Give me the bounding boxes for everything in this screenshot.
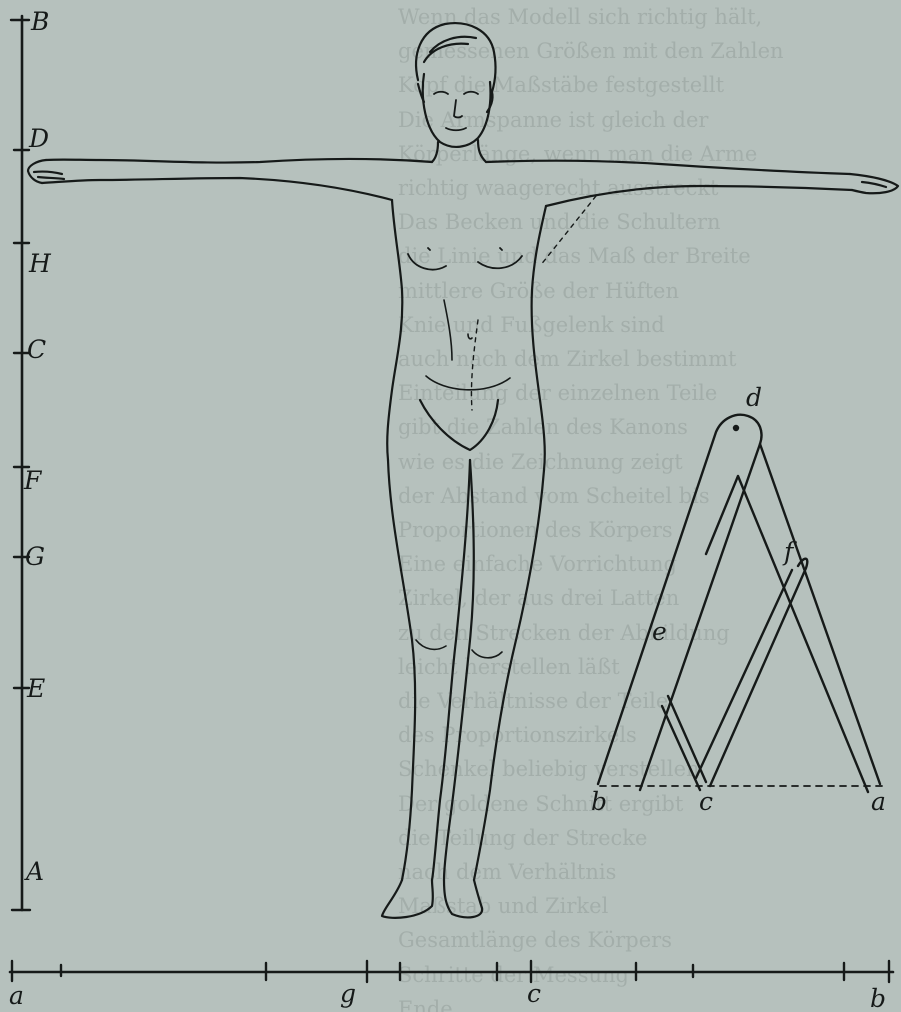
label-G: G [25,542,45,571]
label-F: F [23,466,43,495]
label-A: A [24,857,44,886]
figure-chest [408,248,522,270]
figure-hair [416,23,495,112]
label-H: H [28,249,52,278]
compass-label-d: d [746,383,762,412]
human-figure [28,23,898,918]
figure-pelvis [420,400,498,450]
vertical-scale: B D H C F G E A [11,7,52,910]
figure-left-hand [28,160,64,183]
compass-left-leg [598,415,762,790]
label-a: a [9,981,24,1010]
label-g: g [340,979,356,1008]
figure-knees [416,640,502,658]
compass-label-b: b [591,787,607,816]
label-D: D [28,124,49,153]
figure-left-arm [42,159,432,200]
figure-feet [382,880,482,918]
compass-pivot-d [734,426,738,430]
label-b: b [870,984,886,1012]
label-C: C [27,335,46,364]
figure-torso [387,200,546,470]
label-B: B [30,7,49,36]
figure-right-hand [850,174,898,193]
figure-dashed-contour [471,196,596,410]
label-c: c [527,979,541,1008]
figure-eyes [434,92,478,131]
horizontal-scale: a g c b [9,961,893,1012]
compass-strut [696,559,807,786]
compass-label-c: c [699,787,713,816]
figure-right-leg [444,460,544,880]
label-E: E [26,674,45,703]
figure-abdomen [426,300,510,390]
figure-left-leg [388,460,470,880]
figure-right-arm [486,161,852,206]
compass-label-a: a [871,787,886,816]
compass-right-leg [706,444,880,792]
compass-label-e: e [652,617,667,646]
figure-face [423,74,491,147]
proportional-compass: d f e b c a [591,383,886,816]
